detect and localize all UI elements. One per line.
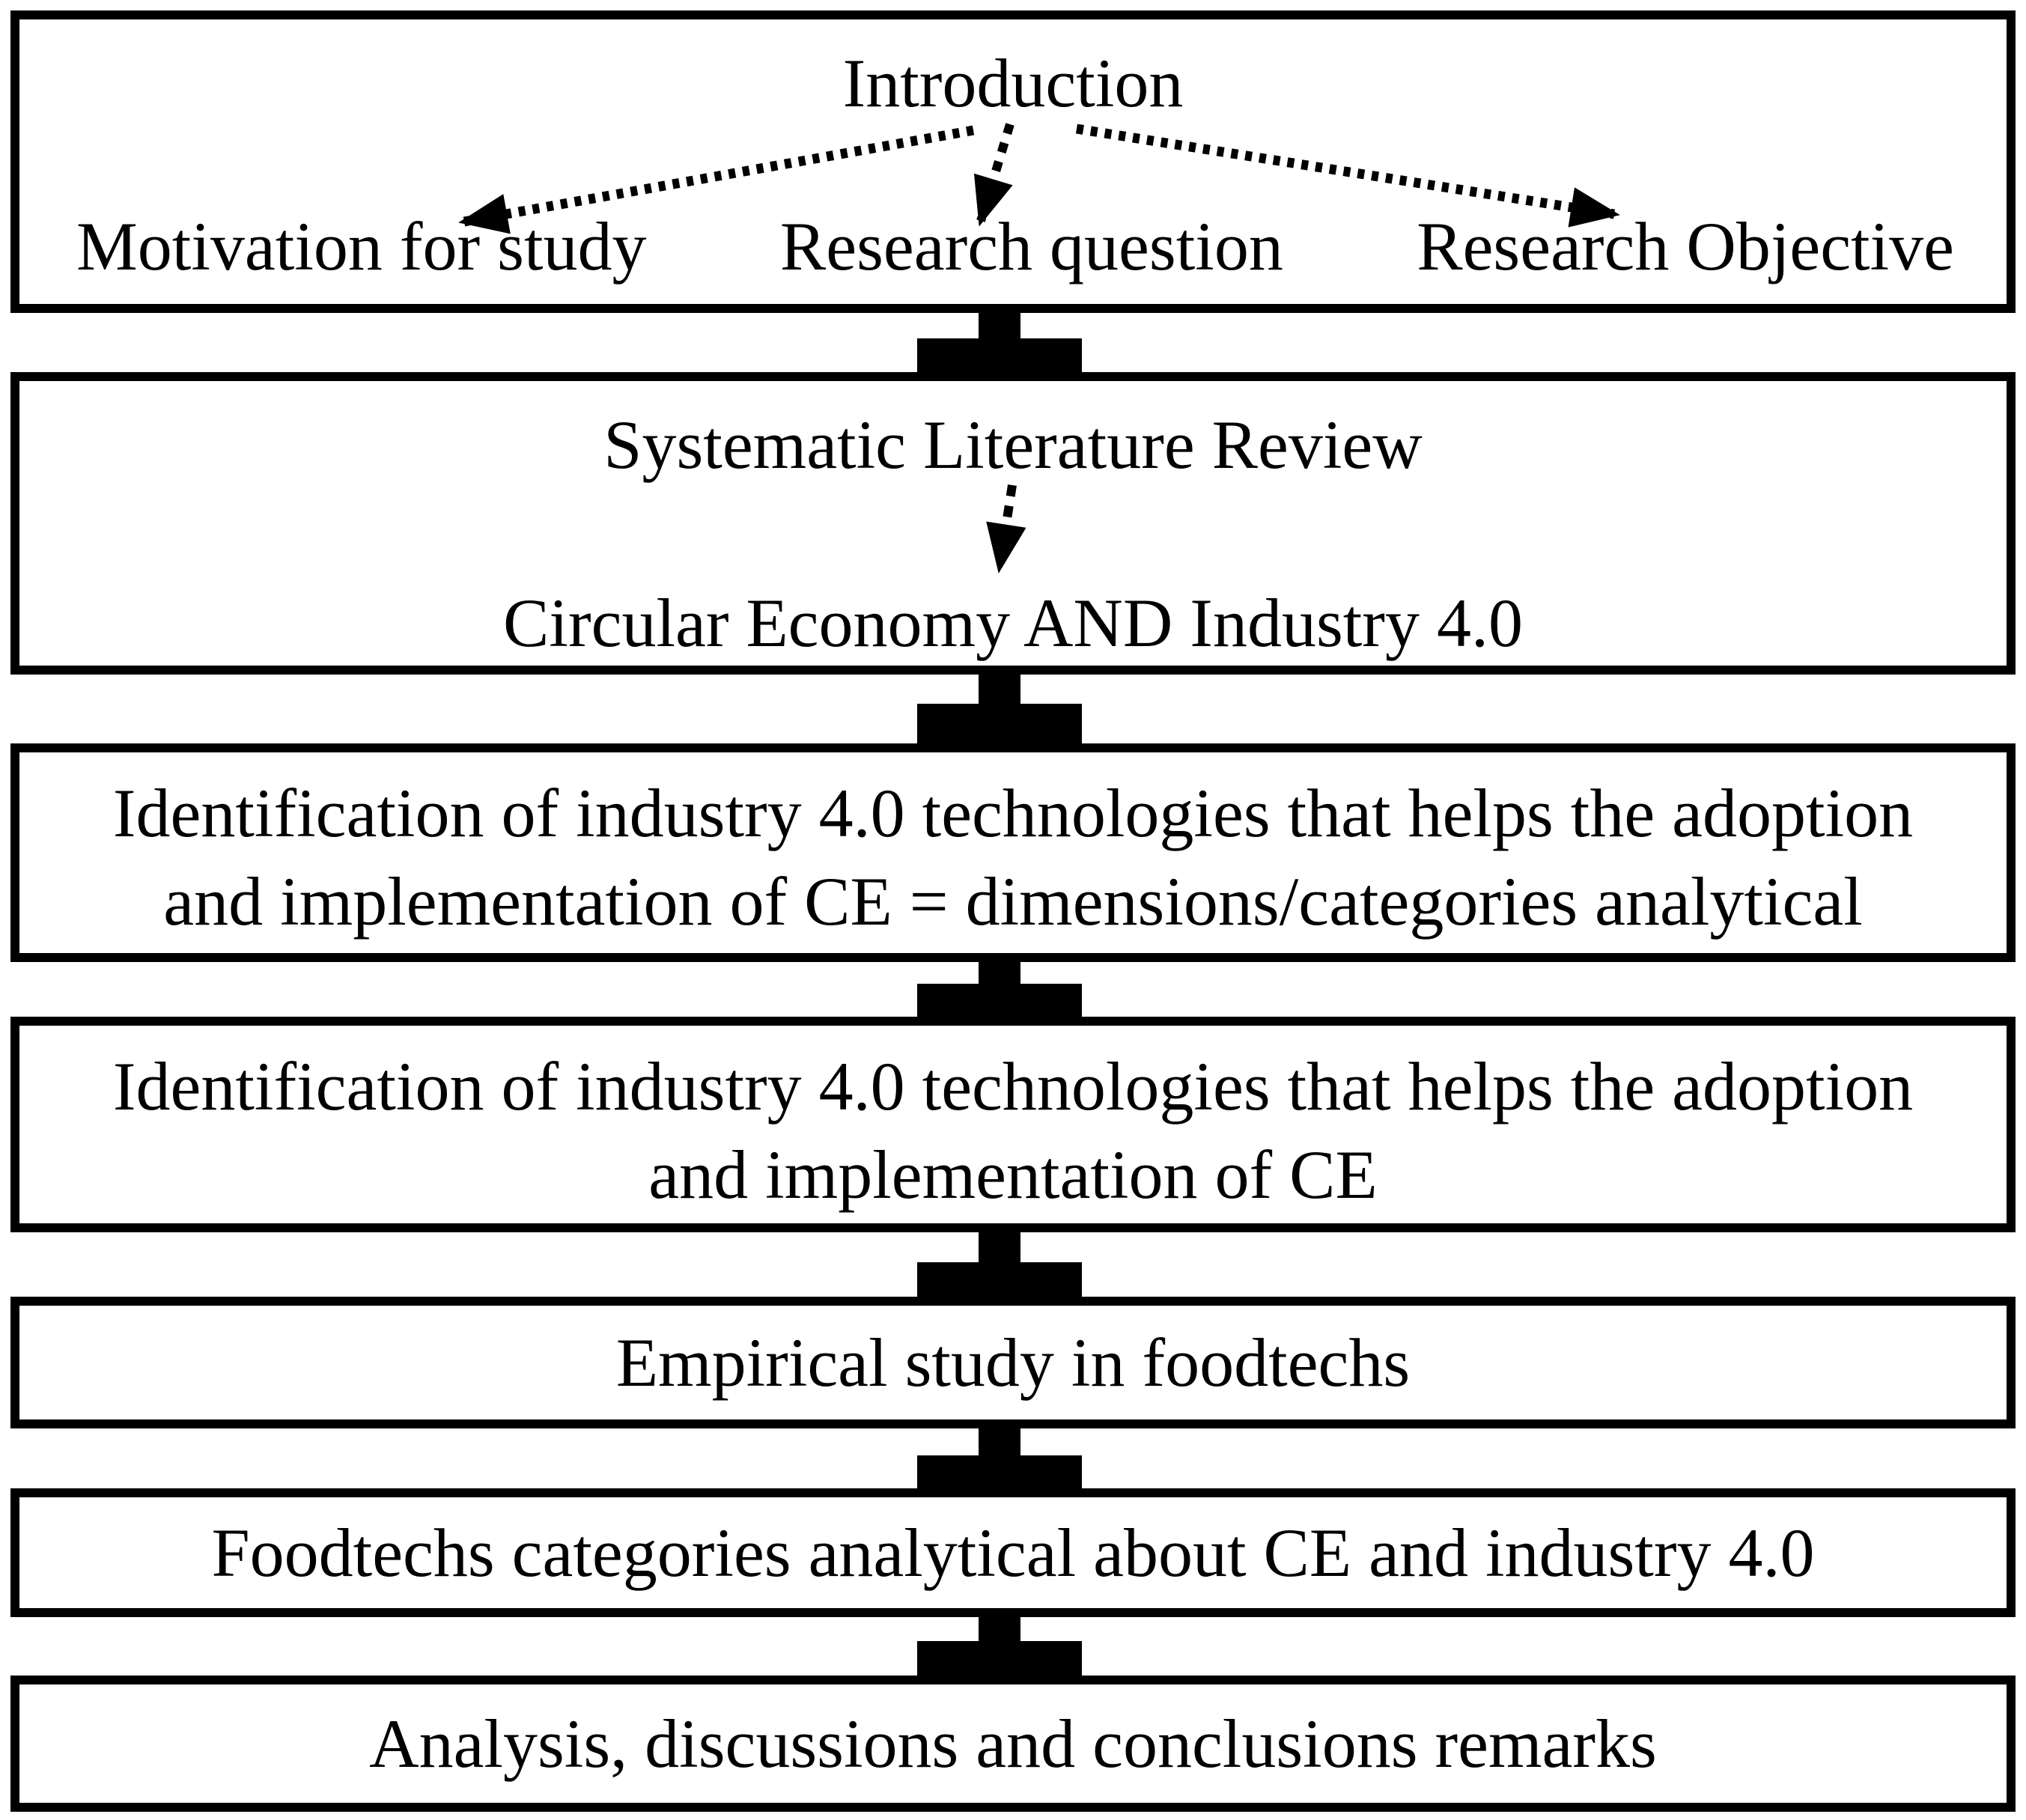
down-connector-block (917, 338, 1082, 374)
down-connector-stub (979, 672, 1020, 707)
identification-box: Identification of industry 4.0 technolog… (10, 1017, 2016, 1232)
research-question-label: Research question (779, 208, 1283, 284)
down-connector-block (917, 1641, 1082, 1677)
literature-review-box: Systematic Literature Review Circular Ec… (10, 372, 2016, 675)
foodtech-categories-box: Foodtechs categories analytical about CE… (10, 1488, 2016, 1617)
identification-dimensions-line2: and implementation of CE = dimensions/ca… (163, 863, 1863, 940)
down-connector-stub (979, 311, 1020, 343)
down-connector-block (917, 1262, 1082, 1298)
identification-line2: and implementation of CE (648, 1136, 1378, 1213)
motivation-for-study-label: Motivation for study (76, 208, 647, 284)
down-connector-stub (979, 1231, 1020, 1267)
systematic-literature-review-label: Systematic Literature Review (603, 407, 1423, 483)
identification-dimensions-box: Identification of industry 4.0 technolog… (10, 743, 2016, 962)
down-connector-stub (979, 961, 1020, 987)
down-connector-stub (979, 1427, 1020, 1460)
down-connector-block (917, 1455, 1082, 1491)
research-objective-label: Research Objective (1417, 208, 1954, 284)
empirical-study-box: Empirical study in foodtechs (10, 1297, 2016, 1428)
down-connector-block (917, 984, 1082, 1020)
search-query-label: Circular Economy AND Industry 4.0 (503, 585, 1523, 661)
introduction-targets-row: Motivation for study Research question R… (19, 202, 2007, 290)
introduction-box: Introduction Motivation for study Resear… (10, 10, 2016, 313)
identification-line1: Identification of industry 4.0 technolog… (112, 1048, 1914, 1124)
conclusions-box: Analysis, discussions and conclusions re… (10, 1676, 2016, 1812)
introduction-label: Introduction (842, 45, 1184, 121)
identification-dimensions-line1: Identification of industry 4.0 technolog… (112, 775, 1914, 851)
empirical-study-label: Empirical study in foodtechs (615, 1324, 1411, 1401)
down-connector-stub (979, 1616, 1020, 1646)
conclusions-label: Analysis, discussions and conclusions re… (369, 1705, 1657, 1782)
foodtech-categories-label: Foodtechs categories analytical about CE… (211, 1515, 1815, 1591)
down-connector-block (917, 704, 1082, 746)
